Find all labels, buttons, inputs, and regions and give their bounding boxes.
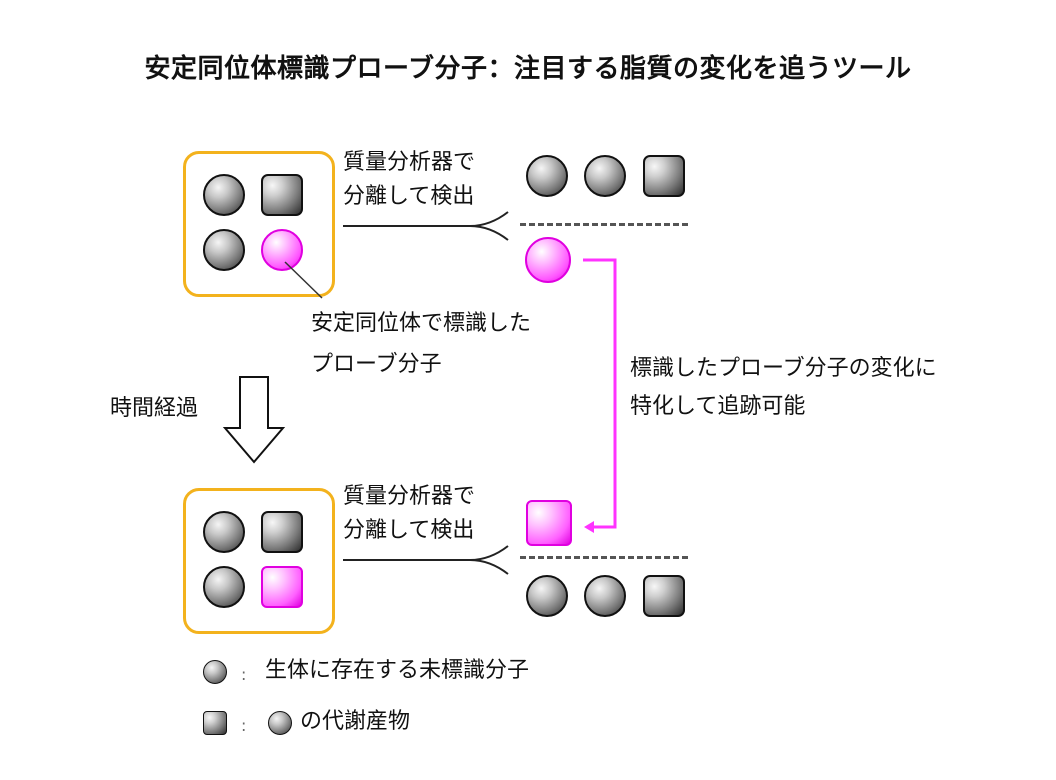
legend-circle-description: 生体に存在する未標識分子 <box>265 658 530 683</box>
diagram-title: 安定同位体標識プローブ分子：注目する脂質の変化を追うツール <box>144 54 912 84</box>
separation-divider-bottom <box>520 556 688 559</box>
unlabeled-molecule-icon <box>203 229 245 271</box>
tracking-arrow <box>583 258 617 529</box>
legend-square-icon <box>203 711 227 735</box>
unlabeled-molecule-icon <box>203 174 245 216</box>
tracking-arrowhead <box>584 521 594 533</box>
separation-label-top-2: 分離して検出 <box>343 184 475 209</box>
separation-label-bottom-2: 分離して検出 <box>343 518 475 543</box>
unlabeled-molecule-icon <box>203 511 245 553</box>
probe-label-2: プローブ分子 <box>311 352 442 377</box>
labeled-probe-metabolite-icon <box>261 566 303 608</box>
legend-circle-icon <box>203 660 227 684</box>
separated-metabolite-icon <box>643 155 685 197</box>
metabolite-molecule-icon <box>261 511 303 553</box>
separation-label-bottom-1: 質量分析器で <box>343 484 476 509</box>
separated-unlabeled-molecule-icon <box>584 155 626 197</box>
split-line-top <box>343 211 509 227</box>
time-elapsed-label: 時間経過 <box>110 396 199 421</box>
legend-inline-circle-icon <box>268 711 292 735</box>
split-line-bottom <box>343 545 509 561</box>
tracking-label-1: 標識したプローブ分子の変化に <box>630 356 937 381</box>
legend-colon-2: : <box>241 716 247 735</box>
separation-divider-top <box>520 223 688 226</box>
separated-unlabeled-molecule-icon <box>584 575 626 617</box>
legend-square-description: の代謝産物 <box>300 709 411 734</box>
separated-metabolite-icon <box>643 575 685 617</box>
probe-pointer-line <box>284 261 323 299</box>
metabolite-molecule-icon <box>261 174 303 216</box>
legend-colon-1: : <box>241 665 247 684</box>
labeled-probe-molecule-icon <box>261 229 303 271</box>
separated-labeled-probe-icon <box>525 237 571 283</box>
probe-label-1: 安定同位体で標識した <box>311 311 532 336</box>
separation-label-top-1: 質量分析器で <box>343 150 476 175</box>
separated-labeled-metabolite-icon <box>526 500 572 546</box>
down-arrow-icon <box>222 376 286 464</box>
unlabeled-molecule-icon <box>203 566 245 608</box>
separated-unlabeled-molecule-icon <box>526 575 568 617</box>
sample-box-before <box>183 151 335 297</box>
separated-unlabeled-molecule-icon <box>526 155 568 197</box>
split-line-bottom-lower <box>469 559 509 575</box>
sample-box-after <box>183 488 335 634</box>
tracking-label-2: 特化して追跡可能 <box>630 394 806 419</box>
split-line-top-lower <box>469 225 509 241</box>
